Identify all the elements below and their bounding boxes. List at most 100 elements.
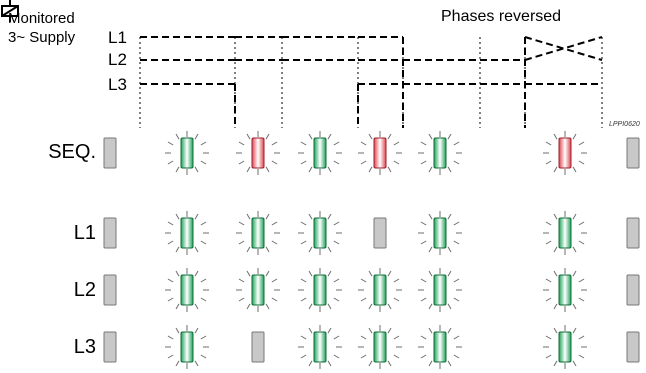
- supply-label-line2: 3~ Supply: [8, 29, 76, 46]
- glow-ray: [393, 354, 400, 359]
- glow-ray: [360, 278, 367, 283]
- glow-ray: [387, 166, 392, 173]
- glow-ray: [271, 160, 278, 165]
- glow-ray: [360, 141, 367, 146]
- glow-ray: [175, 246, 180, 253]
- led-green: [313, 331, 327, 363]
- glow-ray: [572, 327, 577, 334]
- glow-ray: [578, 335, 585, 340]
- glow-ray: [194, 213, 199, 220]
- glow-ray: [545, 240, 552, 245]
- glow-ray: [393, 335, 400, 340]
- glow-ray: [360, 160, 367, 165]
- glow-ray: [265, 133, 270, 140]
- led-green: [180, 217, 194, 249]
- glow-ray: [308, 246, 313, 253]
- glow-ray: [327, 133, 332, 140]
- led-indicator: [165, 325, 209, 369]
- glow-ray: [360, 297, 367, 302]
- glow-ray: [368, 166, 373, 173]
- glow-ray: [393, 297, 400, 302]
- led-off: [103, 331, 117, 363]
- glow-ray: [553, 360, 558, 367]
- glow-ray: [246, 213, 251, 220]
- glow-ray: [387, 303, 392, 310]
- glow-ray: [428, 303, 433, 310]
- glow-ray: [545, 141, 552, 146]
- glow-ray: [553, 213, 558, 220]
- glow-ray: [308, 327, 313, 334]
- glow-ray: [572, 133, 577, 140]
- glow-ray: [167, 141, 174, 146]
- glow-ray: [194, 133, 199, 140]
- glow-ray: [368, 133, 373, 140]
- led-green: [373, 274, 387, 306]
- led-green: [313, 274, 327, 306]
- glow-ray: [420, 297, 427, 302]
- glow-ray: [447, 327, 452, 334]
- led-green: [180, 274, 194, 306]
- glow-ray: [447, 166, 452, 173]
- led-green: [313, 137, 327, 169]
- glow-ray: [453, 160, 460, 165]
- glow-ray: [194, 303, 199, 310]
- led-red: [373, 137, 387, 169]
- glow-ray: [420, 141, 427, 146]
- glow-ray: [393, 141, 400, 146]
- glow-ray: [300, 335, 307, 340]
- glow-ray: [194, 246, 199, 253]
- glow-ray: [578, 297, 585, 302]
- glow-ray: [453, 297, 460, 302]
- row-label-seq: SEQ.: [48, 141, 96, 163]
- glow-ray: [265, 166, 270, 173]
- led-red: [251, 137, 265, 169]
- glow-ray: [327, 246, 332, 253]
- glow-ray: [238, 297, 245, 302]
- glow-ray: [453, 221, 460, 226]
- glow-ray: [360, 354, 367, 359]
- led-indicator: [103, 331, 117, 363]
- glow-ray: [420, 354, 427, 359]
- led-indicator: [626, 274, 640, 306]
- glow-ray: [265, 303, 270, 310]
- glow-ray: [167, 335, 174, 340]
- figure-code: LPPI0620: [609, 121, 640, 128]
- glow-ray: [194, 270, 199, 277]
- phase-label-l3: L3: [108, 75, 127, 94]
- led-green: [180, 137, 194, 169]
- glow-ray: [545, 297, 552, 302]
- led-green: [251, 274, 265, 306]
- glow-ray: [553, 270, 558, 277]
- glow-ray: [333, 160, 340, 165]
- glow-ray: [175, 303, 180, 310]
- glow-ray: [300, 221, 307, 226]
- glow-ray: [545, 160, 552, 165]
- glow-ray: [308, 270, 313, 277]
- glow-ray: [428, 133, 433, 140]
- glow-ray: [265, 246, 270, 253]
- glow-ray: [360, 335, 367, 340]
- glow-ray: [420, 278, 427, 283]
- glow-ray: [387, 270, 392, 277]
- led-indicator: [236, 131, 280, 175]
- led-indicator: [236, 268, 280, 312]
- glow-ray: [200, 278, 207, 283]
- glow-ray: [200, 160, 207, 165]
- glow-ray: [238, 160, 245, 165]
- glow-ray: [167, 278, 174, 283]
- glow-ray: [200, 240, 207, 245]
- glow-ray: [308, 303, 313, 310]
- phase-label-l2: L2: [108, 50, 127, 69]
- glow-ray: [333, 335, 340, 340]
- phase-l1-crossover: [524, 36, 603, 61]
- led-off: [626, 217, 640, 249]
- glow-ray: [393, 278, 400, 283]
- led-indicator: [418, 211, 462, 255]
- glow-ray: [420, 160, 427, 165]
- glow-ray: [200, 335, 207, 340]
- glow-ray: [271, 221, 278, 226]
- led-green: [558, 274, 572, 306]
- glow-ray: [447, 303, 452, 310]
- glow-ray: [553, 303, 558, 310]
